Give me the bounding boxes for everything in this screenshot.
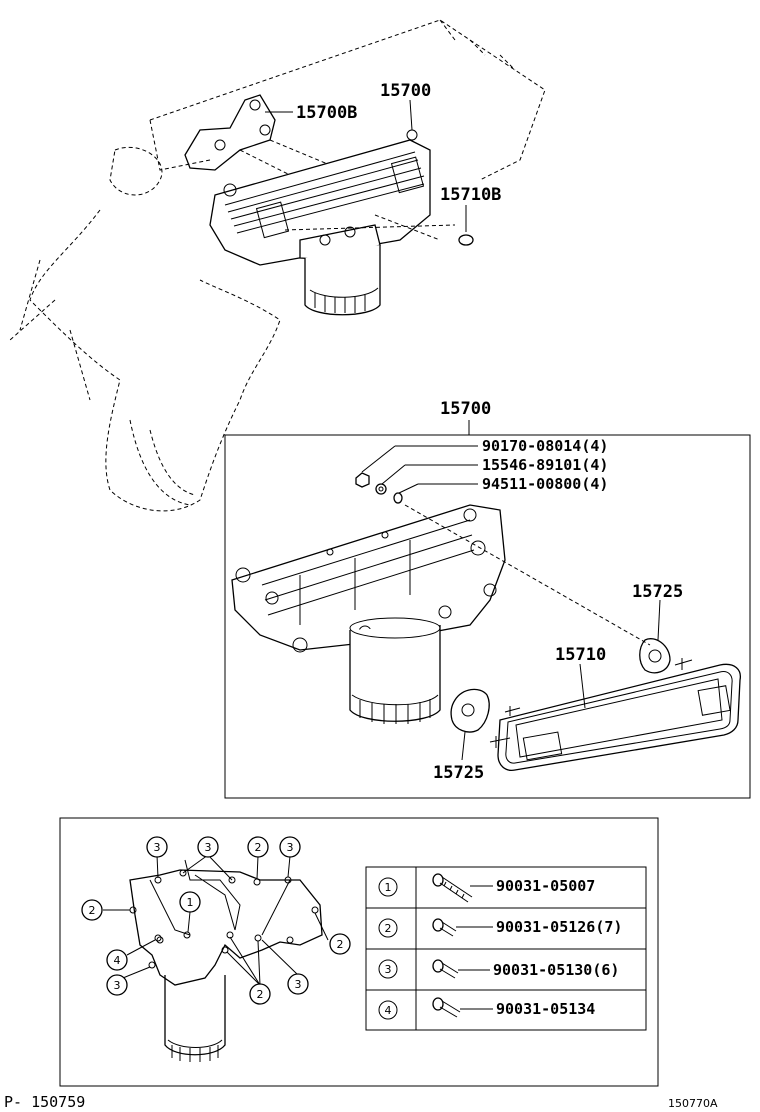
part-number-nut: 90170-08014(4) <box>482 437 608 455</box>
oring-15710b <box>458 205 474 246</box>
long-bolt-icon <box>432 873 473 903</box>
short-bolt-icon <box>432 959 459 979</box>
bolt-marker <box>249 983 271 1005</box>
legend-index: 4 <box>385 1004 392 1017</box>
page-reference: P- 150759 <box>4 1093 85 1111</box>
bracket-15700b <box>184 94 331 181</box>
bolt-marker <box>81 899 103 921</box>
gasket-upper <box>639 599 671 674</box>
bolt-markers: 3 3 2 3 2 1 4 3 2 2 3 <box>81 836 351 1005</box>
legend-part-number: 90031-05130(6) <box>493 961 619 979</box>
small-parts <box>355 445 478 504</box>
detail-assembly-label: 15700 <box>440 399 491 419</box>
lock-washer-icon <box>393 492 403 504</box>
legend-index: 3 <box>385 963 392 976</box>
bolt-marker <box>197 836 219 858</box>
engine-outline <box>9 19 546 512</box>
bolt-marker <box>329 933 351 955</box>
bolt-layout-drawing <box>103 854 329 1062</box>
legend-part-number: 90031-05134 <box>496 1000 595 1018</box>
svg-text:3: 3 <box>205 841 212 854</box>
svg-text:4: 4 <box>114 954 121 967</box>
washer-icon <box>375 483 387 495</box>
part-number-lock-washer: 94511-00800(4) <box>482 475 608 493</box>
callout-gasket-upper: 15725 <box>632 582 683 602</box>
svg-text:3: 3 <box>154 841 161 854</box>
cooler-element <box>489 658 741 771</box>
legend-index: 1 <box>385 881 392 894</box>
svg-text:2: 2 <box>255 841 262 854</box>
legend-part-number: 90031-05126(7) <box>496 918 622 936</box>
bolt-marker <box>106 949 128 971</box>
callout-gasket-lower: 15725 <box>433 763 484 783</box>
bolt-marker <box>179 891 201 913</box>
oil-cooler-assembly-top <box>209 129 456 316</box>
bolt-legend-table <box>365 866 647 1031</box>
callout-oring: 15710B <box>440 185 501 205</box>
svg-text:3: 3 <box>114 979 121 992</box>
bolt-marker <box>106 974 128 996</box>
callout-assembly-top: 15700 <box>380 81 431 101</box>
short-bolt-icon <box>432 997 461 1018</box>
callout-cooler-element: 15710 <box>555 645 606 665</box>
svg-text:2: 2 <box>89 904 96 917</box>
bolt-marker <box>146 836 168 858</box>
bolt-marker <box>287 973 309 995</box>
bolt-marker <box>247 836 269 858</box>
svg-text:1: 1 <box>187 896 194 909</box>
oil-cooler-body-detail <box>231 504 651 724</box>
figure-reference: 150770A <box>668 1097 718 1110</box>
nut-icon <box>355 472 370 488</box>
legend-part-number: 90031-05007 <box>496 877 595 895</box>
bolt-layout-frame <box>59 817 659 1087</box>
gasket-lower <box>450 688 490 761</box>
top-callout-leaders <box>265 99 413 131</box>
bolt-marker <box>279 836 301 858</box>
detail-box-frame <box>224 434 751 799</box>
svg-text:3: 3 <box>287 841 294 854</box>
callout-bracket: 15700B <box>296 103 357 123</box>
short-bolt-icon <box>432 918 457 937</box>
svg-text:2: 2 <box>257 988 264 1001</box>
svg-text:2: 2 <box>337 938 344 951</box>
part-number-washer: 15546-89101(4) <box>482 456 608 474</box>
legend-index: 2 <box>385 922 392 935</box>
svg-text:3: 3 <box>295 978 302 991</box>
